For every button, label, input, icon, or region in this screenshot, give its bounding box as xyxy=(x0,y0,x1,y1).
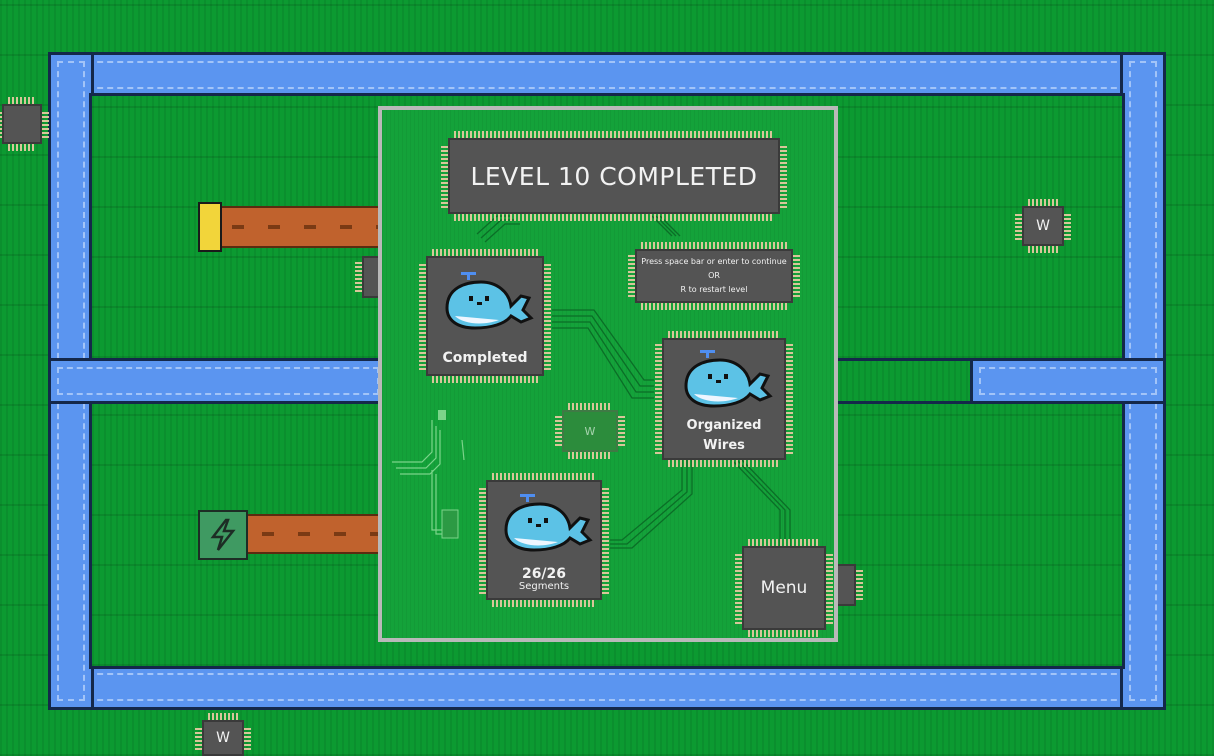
map-chip-w-bottom: W xyxy=(195,713,251,756)
level-title: LEVEL 10 COMPLETED xyxy=(470,161,758,191)
completed-label: Completed xyxy=(442,350,528,366)
river-bottom xyxy=(48,664,1166,710)
circuit-wires xyxy=(392,215,791,549)
organized-label-line2: Wires xyxy=(703,438,745,453)
power-block[interactable] xyxy=(198,510,248,560)
level-complete-dialog: LEVEL 10 COMPLETED Press space bar or en… xyxy=(378,106,838,642)
lightning-icon xyxy=(210,518,236,551)
river-middle-left xyxy=(48,358,388,404)
instructions-line1: Press space bar or enter to continue xyxy=(641,257,787,266)
river-top xyxy=(48,52,1166,98)
instructions-line2: OR xyxy=(708,271,720,280)
instructions-chip: Press space bar or enter to continue OR … xyxy=(628,242,800,310)
organized-wires-badge-chip: Organized Wires xyxy=(655,331,793,467)
segments-badge-chip: 26/26 Segments xyxy=(479,473,609,607)
chip-letter: W xyxy=(1036,218,1050,234)
map-chip-topleft xyxy=(0,97,49,151)
map-chip-w-right: W xyxy=(1015,199,1071,253)
whale-icon xyxy=(445,272,534,330)
instructions-line3: R to restart level xyxy=(680,285,748,294)
river-middle-right xyxy=(970,358,1166,404)
whale-icon xyxy=(504,494,593,552)
chip-letter: W xyxy=(216,730,230,746)
organized-label-line1: Organized xyxy=(686,418,762,433)
log-upper xyxy=(212,206,382,248)
menu-label: Menu xyxy=(760,578,808,598)
map-chip-right-edge xyxy=(836,564,863,606)
chip-letter: W xyxy=(584,424,596,438)
title-chip: LEVEL 10 COMPLETED xyxy=(441,131,787,221)
segments-label: Segments xyxy=(518,581,570,592)
whale-icon xyxy=(684,350,773,408)
segments-value: 26/26 xyxy=(521,566,567,582)
menu-button[interactable]: Menu xyxy=(735,539,833,637)
completed-badge-chip: Completed xyxy=(419,249,551,383)
log-end-yellow xyxy=(198,202,222,252)
log-lower xyxy=(242,514,382,554)
inactive-chip: W xyxy=(555,403,625,459)
